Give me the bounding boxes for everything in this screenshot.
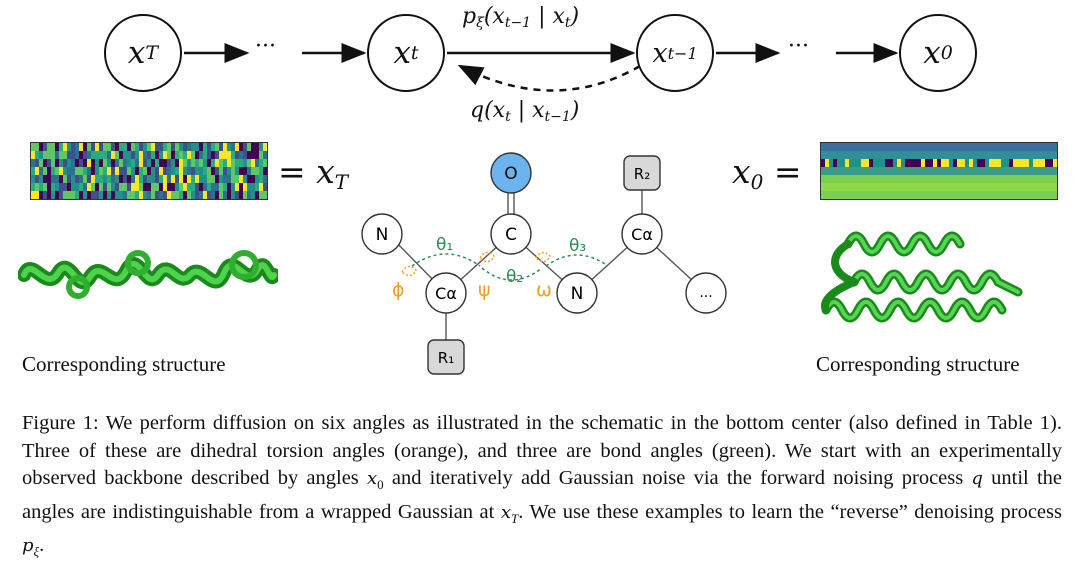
- label-theta1: θ₁: [436, 235, 453, 255]
- svg-text:N: N: [376, 225, 389, 245]
- svg-text:Cα: Cα: [631, 225, 653, 244]
- atom-N-left: N: [361, 213, 403, 255]
- chain-arrows: [184, 43, 899, 92]
- clean-heatmap-x0: [820, 142, 1058, 200]
- atom-Calpha-top: Cα: [621, 213, 663, 255]
- atom-N-mid: N: [556, 272, 598, 314]
- label-theta3: θ₃: [569, 236, 586, 256]
- label-omega: ω: [536, 279, 552, 301]
- reverse-process-label: pξ(xt−1 | xt): [462, 4, 580, 31]
- equation-xT: = xT: [278, 152, 349, 194]
- left-structure-caption: Corresponding structure: [22, 352, 226, 376]
- forward-process-label: q(xt | xt−1): [470, 98, 580, 125]
- atom-ellipsis: ...: [685, 272, 727, 314]
- atom-Calpha-mid: Cα: [425, 272, 467, 314]
- ellipsis-right: ···: [788, 34, 809, 59]
- equation-x0: x0 =: [732, 152, 802, 194]
- arrow-forward-dashed: [457, 64, 641, 92]
- svg-text:N: N: [571, 284, 584, 304]
- right-structure-caption: Corresponding structure: [816, 352, 1020, 376]
- atom-C: C: [490, 213, 532, 255]
- svg-text:C: C: [505, 225, 517, 245]
- svg-text:...: ...: [699, 285, 712, 301]
- residue-R1: R₁: [427, 339, 465, 375]
- atom-O: O: [490, 152, 532, 194]
- random-coil-structure: [18, 250, 278, 299]
- label-phi: ϕ: [392, 279, 405, 301]
- label-theta2: θ₂: [506, 267, 523, 287]
- svg-text:R₂: R₂: [634, 165, 650, 183]
- backbone-angle-schematic: O C N Cα N Cα ... R₂ R₁ θ₁ θ₂ θ₃ ϕ ψ ω: [361, 152, 727, 375]
- residue-R2: R₂: [623, 155, 661, 191]
- ellipsis-left: ···: [255, 34, 276, 59]
- svg-text:R₁: R₁: [438, 349, 454, 367]
- label-psi: ψ: [478, 279, 491, 301]
- svg-text:O: O: [504, 164, 517, 184]
- noise-heatmap-xT: [30, 142, 268, 200]
- svg-text:Cα: Cα: [435, 284, 457, 303]
- folded-helix-structure: [821, 231, 1023, 323]
- figure-caption: Figure 1: We perform diffusion on six an…: [22, 412, 1062, 560]
